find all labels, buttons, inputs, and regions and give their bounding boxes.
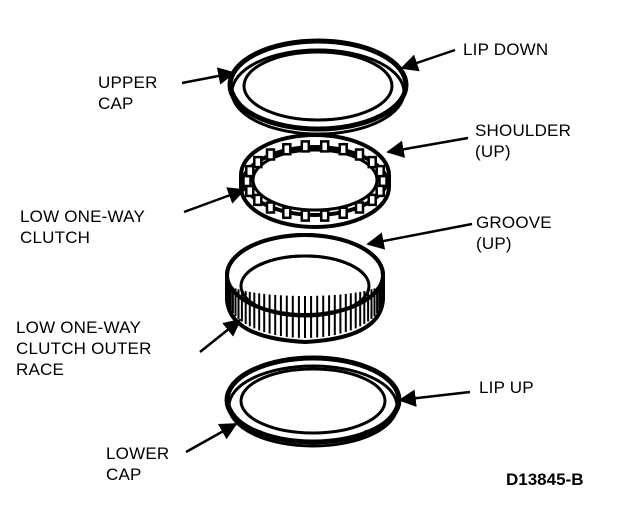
lower-cap-ring <box>224 355 402 448</box>
label-lower-cap: LOWER CAP <box>106 444 170 484</box>
clutch-slot <box>319 140 330 153</box>
clutch-slot <box>245 164 255 178</box>
outer-race-ring <box>225 233 385 345</box>
clutch-slot <box>265 201 276 214</box>
clutch-slot <box>253 155 263 169</box>
leader-lip-down <box>400 48 456 72</box>
low-one-way-clutch-ring <box>239 133 391 229</box>
leader-outer-race <box>199 318 242 353</box>
clutch-slot <box>354 201 365 214</box>
leader-upper-cap <box>181 67 236 85</box>
clutch-slot <box>282 206 292 220</box>
clutch-slot <box>375 184 385 198</box>
leader-lines <box>181 48 473 454</box>
label-lip-up: LIP UP <box>479 378 534 397</box>
clutch-slot <box>375 164 385 178</box>
outer-race-splines <box>226 282 384 338</box>
clutch-slot <box>300 140 311 153</box>
upper-cap-ring <box>227 38 409 136</box>
leader-groove <box>366 222 473 250</box>
clutch-slot <box>253 193 263 207</box>
label-shoulder: SHOULDER (UP) <box>475 121 572 161</box>
clutch-slot <box>367 155 377 169</box>
clutch-slot <box>282 142 292 156</box>
clutch-slot <box>338 142 348 156</box>
label-upper-cap: UPPER CAP <box>98 73 158 113</box>
leader-low-one-way-clutch <box>183 187 246 214</box>
clutch-slot <box>338 206 348 220</box>
clutch-slot <box>378 174 388 188</box>
clutch-slot <box>354 148 365 161</box>
label-lip-down: LIP DOWN <box>463 40 549 59</box>
leader-lip-up <box>398 389 471 407</box>
leader-shoulder <box>386 136 469 158</box>
clutch-slot <box>300 209 311 222</box>
clutch-slot <box>245 184 255 198</box>
label-outer-race: LOW ONE-WAY CLUTCH OUTER RACE <box>16 318 152 379</box>
label-groove: GROOVE (UP) <box>476 213 552 253</box>
clutch-slot <box>242 174 252 188</box>
clutch-slot <box>367 193 377 207</box>
figure-id: D13845-B <box>506 470 584 489</box>
clutch-slot <box>265 148 276 161</box>
clutch-slot <box>319 209 330 222</box>
leader-lower-cap <box>185 422 238 454</box>
label-low-one-way-clutch: LOW ONE-WAY CLUTCH <box>20 207 145 247</box>
clutch-roller-slots <box>242 140 388 222</box>
